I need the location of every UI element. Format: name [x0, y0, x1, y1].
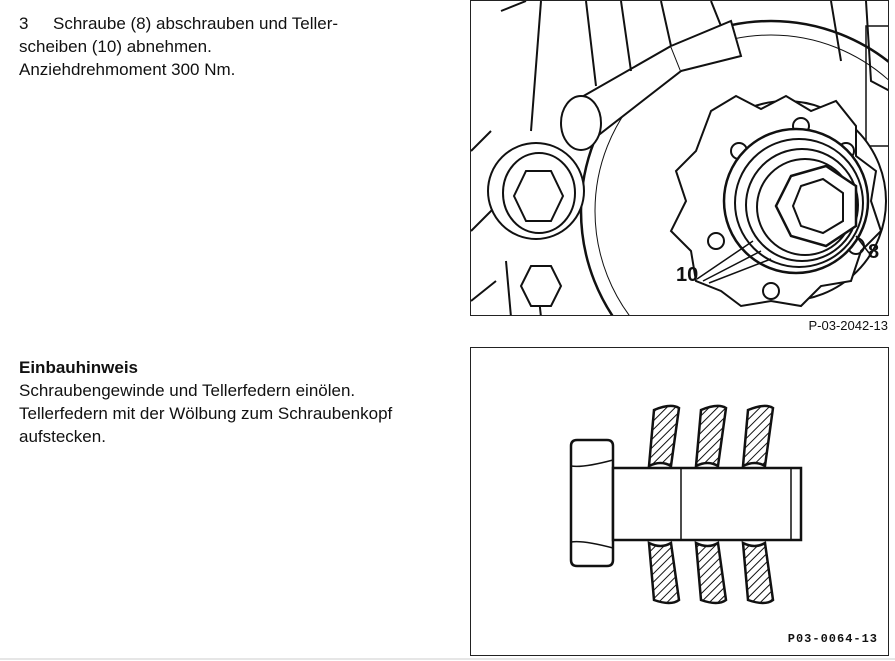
bolt-removal-illustration: 8 10	[471, 1, 888, 315]
hint-line-2: Tellerfedern mit der Wölbung zum Schraub…	[19, 404, 393, 423]
hint-heading: Einbauhinweis	[19, 358, 139, 377]
hint-line-1: Schraubengewinde und Tellerfedern einöle…	[19, 381, 356, 400]
torque-spec: Anziehdrehmoment 300 Nm.	[19, 60, 236, 79]
step-line-2: scheiben (10) abnehmen.	[19, 37, 212, 56]
hint-line-3: aufstecken.	[19, 427, 106, 446]
figure-washer-orientation: P03-0064-13	[470, 347, 889, 656]
washer-orientation-illustration	[569, 404, 803, 605]
page-bottom-edge	[0, 658, 895, 660]
figure-bolt-removal: 8 10	[470, 0, 889, 316]
figure1-code: P-03-2042-13	[808, 318, 889, 333]
step-number: 3	[19, 14, 29, 33]
installation-hint: Einbauhinweis Schraubengewinde und Telle…	[19, 356, 459, 448]
callout-washers-10: 10	[676, 264, 698, 286]
step-line-1: Schraube (8) abschrauben und Teller-	[53, 14, 339, 33]
callout-bolt-8: 8	[868, 241, 879, 263]
figure2-code: P03-0064-13	[787, 632, 878, 646]
step-instruction: 3 Schraube (8) abschrauben und Teller- s…	[19, 12, 449, 81]
